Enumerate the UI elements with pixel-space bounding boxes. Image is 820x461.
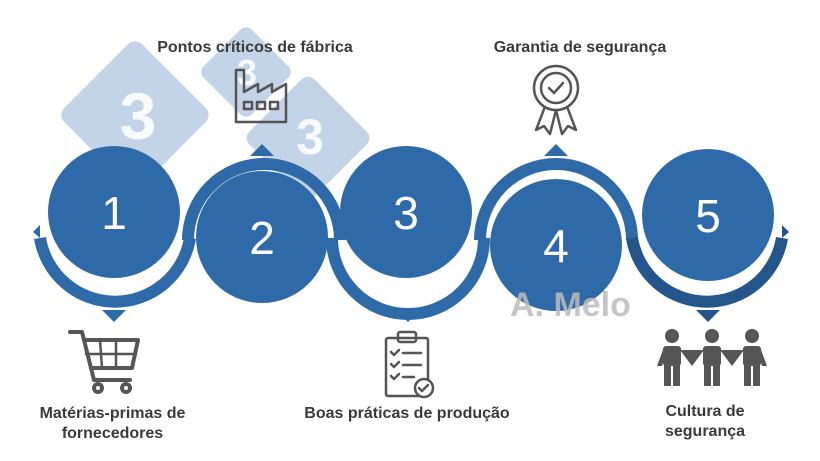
- step-number-4: 4: [543, 220, 569, 272]
- label-step-1: Matérias-primas de fornecedores: [39, 405, 186, 442]
- clipboard-checklist-icon: [384, 330, 435, 399]
- factory-icon: [234, 68, 288, 124]
- step-number-1: 1: [101, 187, 127, 239]
- label-step-5: Cultura de segurança: [664, 403, 746, 440]
- circle-step-2: [196, 171, 328, 303]
- pointer-step-3: [396, 310, 420, 322]
- shopping-cart-icon: [68, 330, 140, 394]
- label-step-2: Pontos críticos de fábrica: [157, 39, 353, 56]
- label-step-3: Boas práticas de produção: [304, 405, 510, 422]
- step-number-2: 2: [249, 212, 275, 264]
- arc-step-2: [182, 158, 346, 241]
- award-ribbon-icon: [532, 64, 580, 136]
- pointer-step-4: [544, 144, 568, 156]
- circle-step-5: [642, 149, 774, 281]
- people-holding-hands-icon: [657, 329, 767, 386]
- watermark-logo-glyph-medium: 3: [296, 109, 324, 165]
- step-number-3: 3: [393, 187, 419, 239]
- circle-step-1: [48, 146, 180, 278]
- step-number-5: 5: [695, 190, 721, 242]
- pointer-step-5: [696, 310, 720, 322]
- arrow-tip-right: [782, 225, 789, 238]
- author-watermark: A. Melo: [510, 286, 631, 324]
- arrow-tip-left: [33, 225, 40, 238]
- arc-step-5: [626, 236, 788, 308]
- pointer-step-1: [102, 310, 126, 322]
- circle-step-3: [340, 146, 472, 278]
- arc-step-1: [34, 236, 196, 308]
- watermark-logo-glyph-large: 3: [119, 79, 157, 153]
- watermark-logo-glyph-small: 3: [236, 52, 258, 93]
- pointer-step-2: [250, 144, 274, 156]
- label-step-4: Garantia de segurança: [493, 39, 667, 56]
- arc-step-4: [474, 158, 638, 241]
- circle-step-4: [490, 179, 622, 311]
